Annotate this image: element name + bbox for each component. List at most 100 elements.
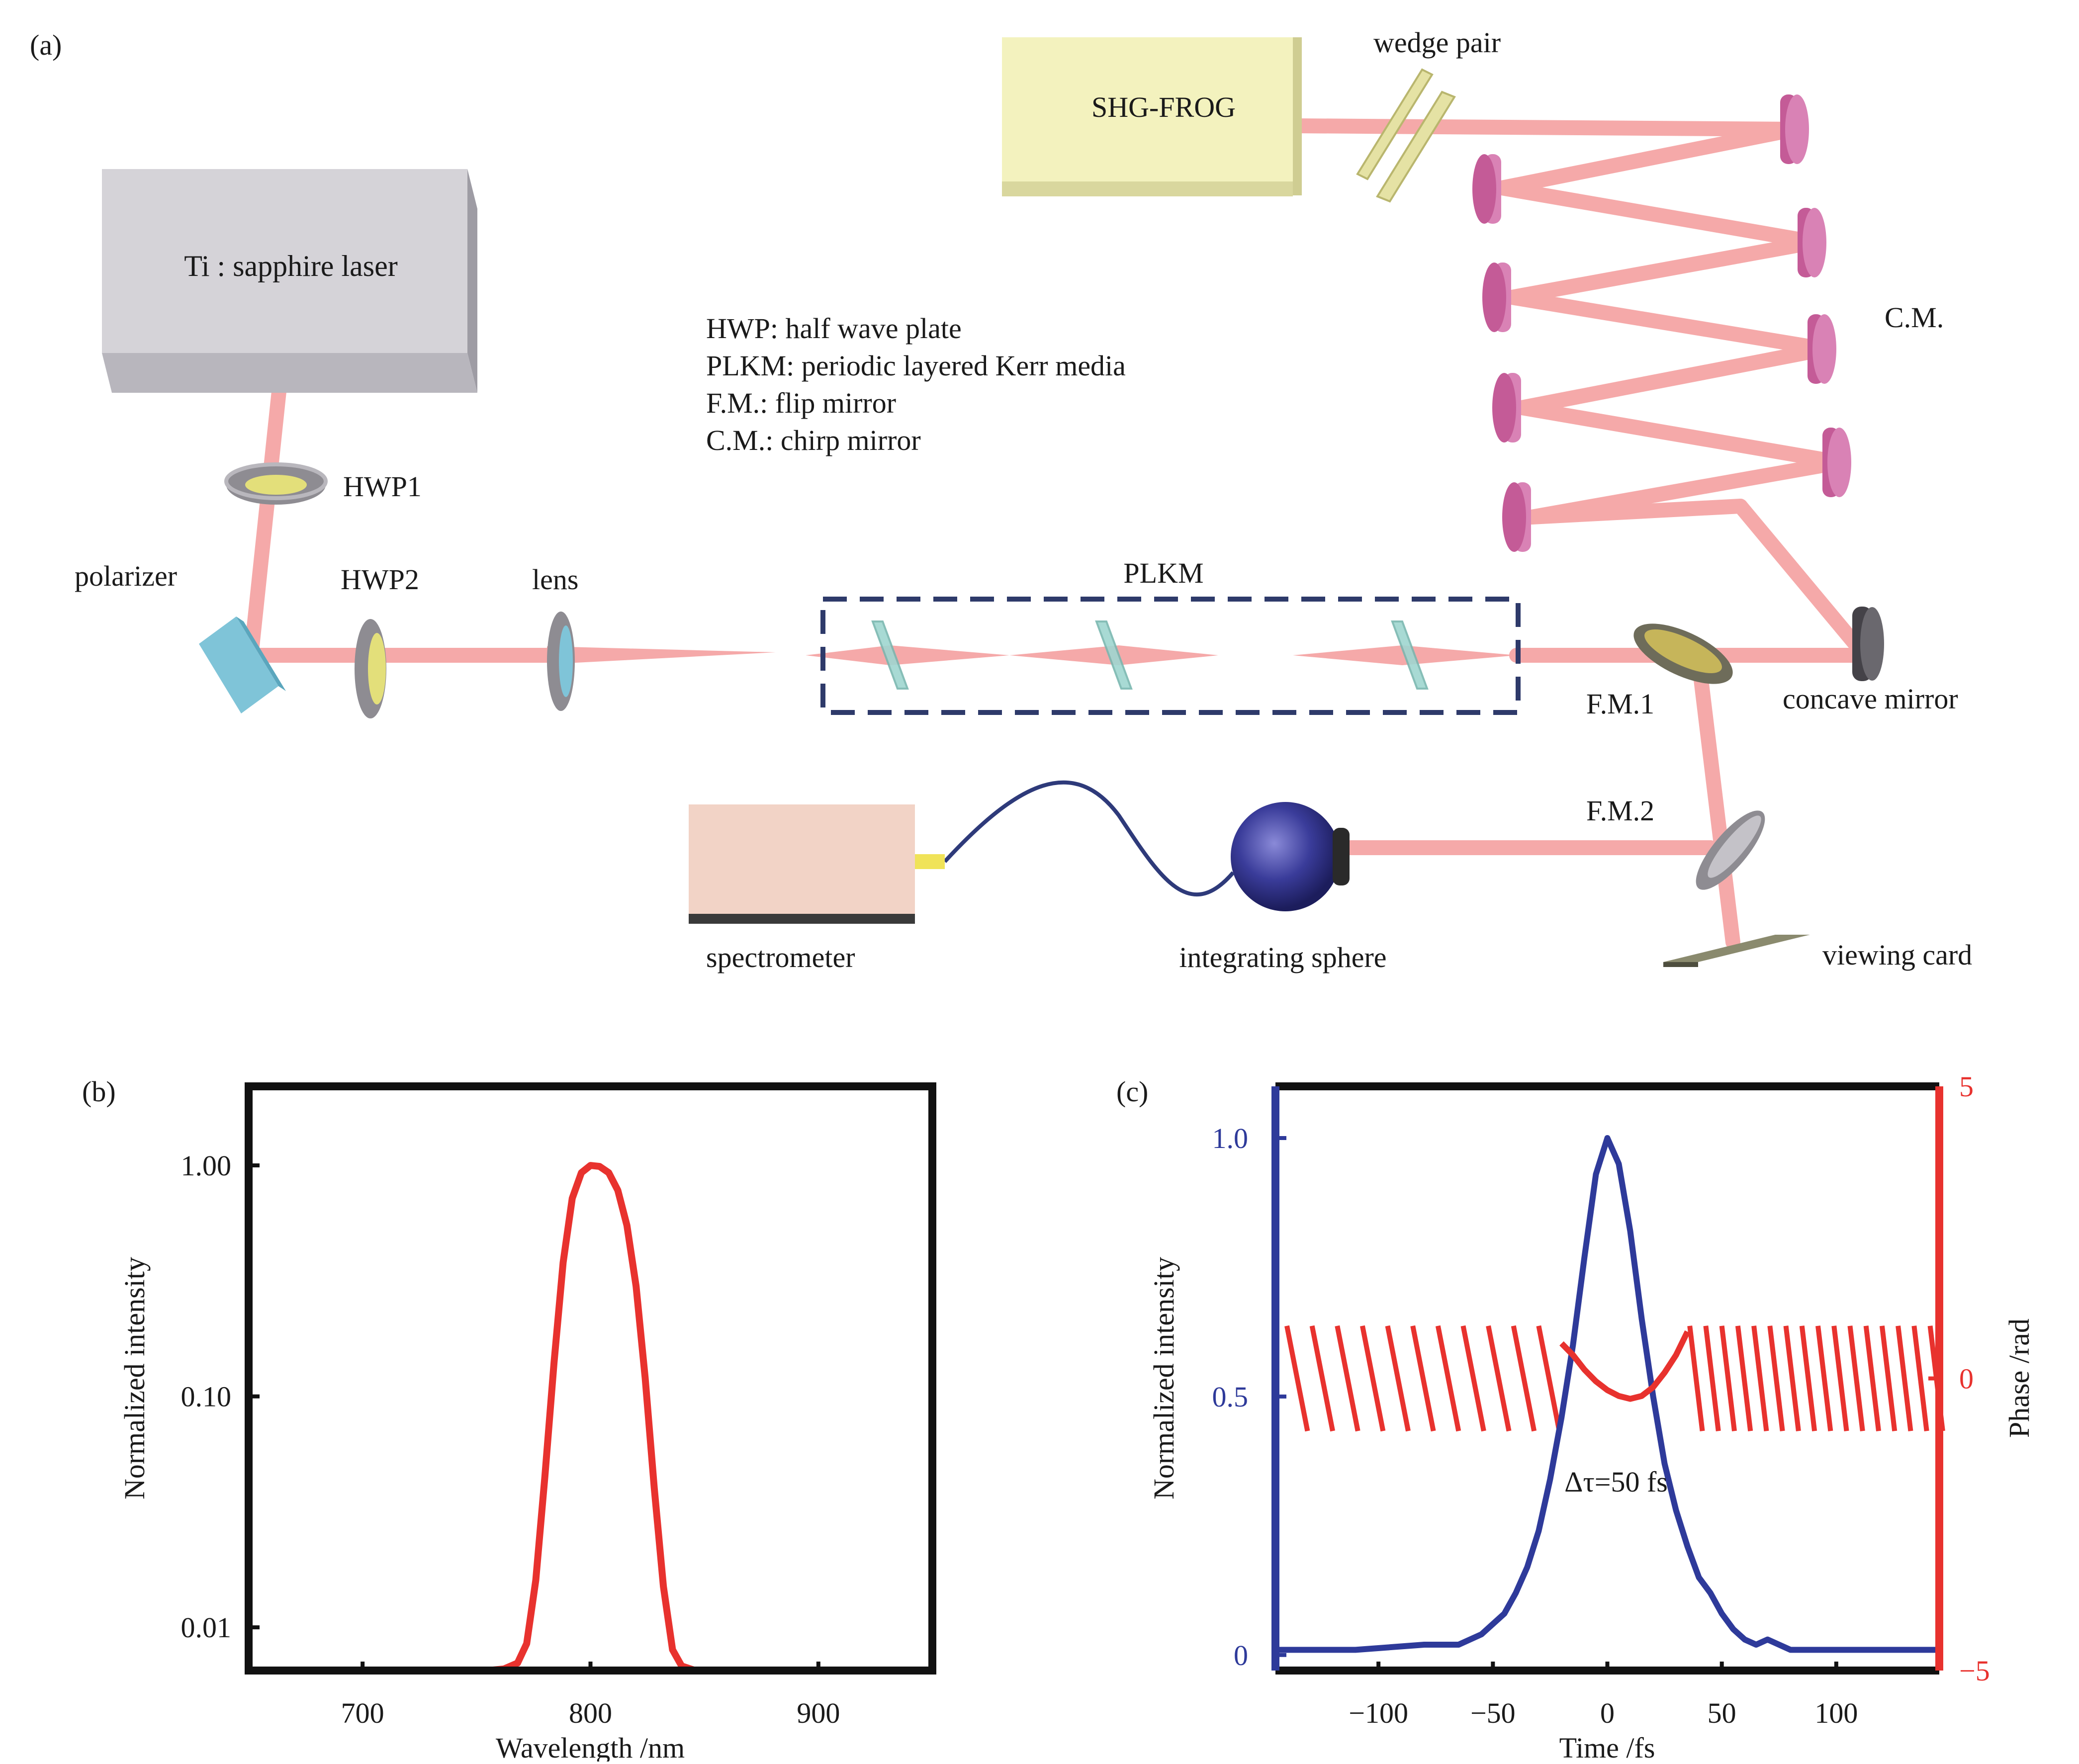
x-tick-label-c: −100: [1349, 1697, 1408, 1729]
legend-cm: C.M.: chirp mirror: [706, 424, 921, 456]
xlabel-c: Time /fs: [1559, 1732, 1655, 1762]
panel-a-label: (a): [30, 29, 62, 61]
annotation-c: Δτ=50 fs: [1564, 1466, 1668, 1498]
phase-segment: [1896, 1325, 1913, 1431]
phase-segment: [1719, 1325, 1737, 1431]
phase-segment: [1410, 1325, 1436, 1432]
chirp-mirror: [1798, 208, 1826, 277]
concave-label: concave mirror: [1783, 683, 1958, 715]
phase-line: [1559, 1330, 1690, 1402]
legend: HWP: half wave plate PLKM: periodic laye…: [706, 312, 1126, 456]
chirp-mirror: [1780, 94, 1809, 164]
frog-label: SHG-FROG: [1091, 91, 1236, 123]
laser-label: Ti : sapphire laser: [184, 250, 397, 282]
phase-segment: [1486, 1325, 1512, 1432]
phase-segment: [1309, 1325, 1335, 1432]
y-right-tick-label-c: 0: [1959, 1363, 1974, 1395]
phase-segment: [1783, 1325, 1801, 1431]
viewing-card: [1663, 935, 1810, 967]
hwp2: [355, 619, 386, 718]
phase-segment: [1863, 1325, 1881, 1431]
polarizer-label: polarizer: [75, 560, 177, 592]
y-tick-label-b: 1.00: [181, 1149, 232, 1182]
kerr-plate: [1095, 620, 1133, 690]
flip-mirror-2: [1696, 810, 1765, 890]
phase-segment: [1831, 1325, 1849, 1431]
ylabel-b: Normalized intensity: [118, 1257, 151, 1499]
hwp2-label: HWP2: [341, 563, 419, 596]
intensity-line: [1275, 1135, 1939, 1653]
phase-segment: [1687, 1325, 1705, 1431]
chirp-mirror: [1482, 263, 1511, 332]
ylabel-c: Normalized intensity: [1148, 1257, 1180, 1499]
phase-segment: [1385, 1325, 1411, 1432]
phase-segment: [1435, 1325, 1461, 1432]
y-tick-label-c: 1.0: [1212, 1122, 1249, 1154]
plkm-box: [820, 597, 1521, 715]
x-tick-label-c: 100: [1814, 1697, 1858, 1729]
xlabel-b: Wavelength /nm: [496, 1732, 685, 1762]
x-tick-label-c: −50: [1470, 1697, 1516, 1729]
viewing-card-label: viewing card: [1822, 939, 1972, 971]
chirp-mirror: [1502, 482, 1531, 552]
y-tick-label-b: 0.10: [181, 1381, 232, 1413]
y-right-tick-label-c: 5: [1959, 1070, 1974, 1103]
legend-hwp: HWP: half wave plate: [706, 312, 962, 345]
phase-segment: [1511, 1325, 1537, 1432]
x-tick-label-c: 50: [1708, 1697, 1736, 1729]
legend-plkm: PLKM: periodic layered Kerr media: [706, 350, 1126, 382]
y-tick-label-c: 0.5: [1212, 1381, 1249, 1413]
fiber-cable: [943, 780, 1235, 897]
wedge-pair: [1356, 68, 1456, 203]
phase-segment: [1847, 1325, 1865, 1431]
y-tick-label-b: 0.01: [181, 1611, 232, 1644]
phase-segment: [1703, 1325, 1721, 1431]
phase-segment: [1815, 1325, 1833, 1431]
y-tick-label-c: 0: [1234, 1639, 1248, 1672]
chirp-mirror: [1822, 428, 1851, 497]
frog-box: SHG-FROG: [1002, 37, 1302, 196]
legend-fm: F.M.: flip mirror: [706, 387, 896, 419]
chirp-mirror: [1808, 314, 1836, 384]
beam-path: [244, 118, 1872, 950]
fm1-label: F.M.1: [1586, 688, 1654, 720]
kerr-plate: [1391, 620, 1429, 690]
panel-a: (a) Ti: [30, 26, 1972, 973]
phase-segment: [1735, 1325, 1753, 1431]
phase-segment: [1536, 1325, 1562, 1432]
panel-c-label: (c): [1116, 1075, 1148, 1108]
spectrometer-label: spectrometer: [706, 941, 855, 973]
lens-label: lens: [532, 563, 578, 596]
phase-segment: [1284, 1325, 1310, 1432]
chirp-mirror: [1492, 373, 1521, 442]
phase-segment: [1767, 1325, 1785, 1431]
integrating-sphere: [1231, 802, 1350, 911]
panel-b-label: (b): [82, 1075, 116, 1108]
wedge-label: wedge pair: [1373, 26, 1501, 59]
phase-segment: [1799, 1325, 1817, 1431]
cm-label: C.M.: [1885, 301, 1944, 334]
phase-segment: [1360, 1325, 1386, 1432]
x-tick-label-c: 0: [1600, 1697, 1615, 1729]
lens: [547, 612, 575, 711]
ylabel-right-c: Phase /rad: [2003, 1319, 2035, 1438]
kerr-plate: [871, 620, 909, 690]
plkm-label: PLKM: [1123, 557, 1203, 589]
laser-box: Ti : sapphire laser: [102, 169, 477, 393]
sphere-label: integrating sphere: [1179, 941, 1386, 973]
fm2-label: F.M.2: [1586, 794, 1654, 827]
hwp1-label: HWP1: [343, 470, 422, 503]
concave-mirror: [1852, 607, 1884, 681]
spectrum-line: [249, 1162, 932, 1674]
spectrometer-box: [689, 804, 945, 924]
polarizer: [199, 617, 286, 713]
kerr-plates: [871, 620, 1429, 690]
x-tick-label-b: 700: [341, 1697, 384, 1729]
chirp-mirror: [1472, 154, 1501, 224]
x-tick-label-b: 900: [797, 1697, 840, 1729]
